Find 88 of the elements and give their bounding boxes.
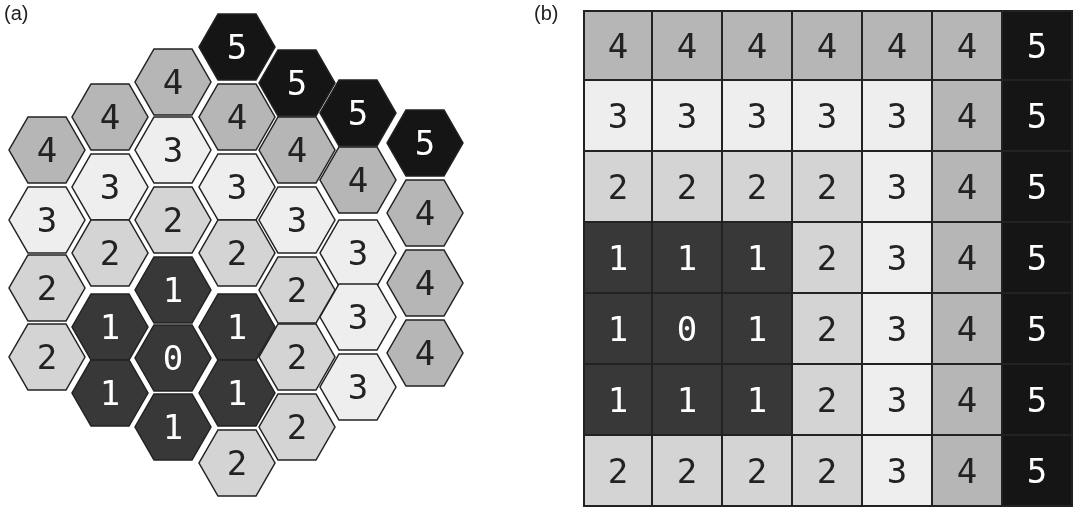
hexagon-tile: 4 xyxy=(319,146,397,214)
grid-cell: 3 xyxy=(653,81,723,152)
grid-cell: 2 xyxy=(583,436,653,507)
hexagon-tile: 5 xyxy=(319,79,397,147)
grid-cell: 3 xyxy=(583,81,653,152)
grid-cell: 1 xyxy=(583,223,653,294)
grid-cell: 4 xyxy=(583,10,653,81)
grid-cell: 2 xyxy=(653,152,723,223)
hexagon-tile: 4 xyxy=(386,319,464,387)
hexagon-tile: 3 xyxy=(8,186,86,254)
grid-cell: 2 xyxy=(793,436,863,507)
grid-cell: 4 xyxy=(933,152,1003,223)
hexagon-tile: 1 xyxy=(71,359,149,427)
grid-cell: 1 xyxy=(653,365,723,436)
grid-cell: 4 xyxy=(653,10,723,81)
grid-cell: 5 xyxy=(1003,294,1073,365)
hexagon-tile: 4 xyxy=(8,116,86,184)
hexagon-tile: 4 xyxy=(386,249,464,317)
grid-cell: 5 xyxy=(1003,223,1073,294)
hexagon-tile: 2 xyxy=(258,256,336,324)
grid-cell: 3 xyxy=(863,436,933,507)
hexagon-tile: 4 xyxy=(71,83,149,151)
grid-cell: 2 xyxy=(793,294,863,365)
hexagon-tile: 4 xyxy=(386,179,464,247)
hexagon-tile: 3 xyxy=(134,116,212,184)
grid-cell: 2 xyxy=(793,365,863,436)
grid-cell: 5 xyxy=(1003,436,1073,507)
grid-cell: 2 xyxy=(793,223,863,294)
hexagon-tile: 4 xyxy=(198,83,276,151)
grid-cell: 4 xyxy=(933,436,1003,507)
panel-label: (a) xyxy=(4,2,29,25)
hexagon-tile: 3 xyxy=(198,153,276,221)
grid-cell: 5 xyxy=(1003,10,1073,81)
grid-cell: 5 xyxy=(1003,152,1073,223)
hexagon-tile: 2 xyxy=(8,323,86,391)
hexagon-tile: 3 xyxy=(319,283,397,351)
grid-cell: 3 xyxy=(863,223,933,294)
hexagon-tile: 2 xyxy=(134,186,212,254)
hexagon-tile: 5 xyxy=(198,13,276,81)
grid-cell: 1 xyxy=(583,365,653,436)
hexagon-tile: 1 xyxy=(71,293,149,361)
hexagon-tile: 1 xyxy=(134,256,212,324)
hexagon-tile: 5 xyxy=(258,49,336,117)
hexagon-tile: 2 xyxy=(8,254,86,322)
hexagon-tile: 3 xyxy=(258,186,336,254)
grid-cell: 1 xyxy=(723,294,793,365)
grid-cell: 1 xyxy=(653,223,723,294)
hexagon-tile: 1 xyxy=(134,393,212,461)
grid-cell: 3 xyxy=(863,365,933,436)
grid-cell: 2 xyxy=(793,152,863,223)
hexagon-tile: 3 xyxy=(319,219,397,287)
hexagon-tile: 4 xyxy=(134,48,212,116)
grid-cell: 2 xyxy=(583,152,653,223)
hexagon-tile: 2 xyxy=(198,429,276,497)
grid-cell: 0 xyxy=(653,294,723,365)
hexagon-tile: 1 xyxy=(198,293,276,361)
grid-cell: 4 xyxy=(723,10,793,81)
grid-cell: 4 xyxy=(933,81,1003,152)
grid-cell: 4 xyxy=(933,10,1003,81)
grid-cell: 3 xyxy=(723,81,793,152)
hexagon-tile: 3 xyxy=(319,353,397,421)
hexagon-tile: 5 xyxy=(386,109,464,177)
hexagon-tile: 2 xyxy=(198,219,276,287)
grid-cell: 1 xyxy=(583,294,653,365)
grid-cell: 5 xyxy=(1003,365,1073,436)
hexagon-tile: 2 xyxy=(258,323,336,391)
hexagon-tile: 3 xyxy=(71,153,149,221)
grid-cell: 4 xyxy=(863,10,933,81)
grid-cell: 3 xyxy=(793,81,863,152)
hexagon-tile: 2 xyxy=(71,219,149,287)
grid-cell: 3 xyxy=(863,152,933,223)
hexagon-tile: 4 xyxy=(258,116,336,184)
grid-cell: 2 xyxy=(723,436,793,507)
grid-cell: 1 xyxy=(723,365,793,436)
grid-cell: 2 xyxy=(653,436,723,507)
hexagon-tile: 2 xyxy=(258,393,336,461)
grid-cell: 1 xyxy=(723,223,793,294)
grid-cell: 4 xyxy=(933,294,1003,365)
grid-cell: 4 xyxy=(933,223,1003,294)
hexagon-tile: 0 xyxy=(134,324,212,392)
hexagon-tile: 1 xyxy=(198,359,276,427)
grid-cell: 4 xyxy=(793,10,863,81)
grid-cell: 3 xyxy=(863,81,933,152)
grid-cell: 4 xyxy=(933,365,1003,436)
grid-cell: 2 xyxy=(723,152,793,223)
grid-cell: 5 xyxy=(1003,81,1073,152)
panel-label: (b) xyxy=(534,2,559,25)
grid-cell: 3 xyxy=(863,294,933,365)
